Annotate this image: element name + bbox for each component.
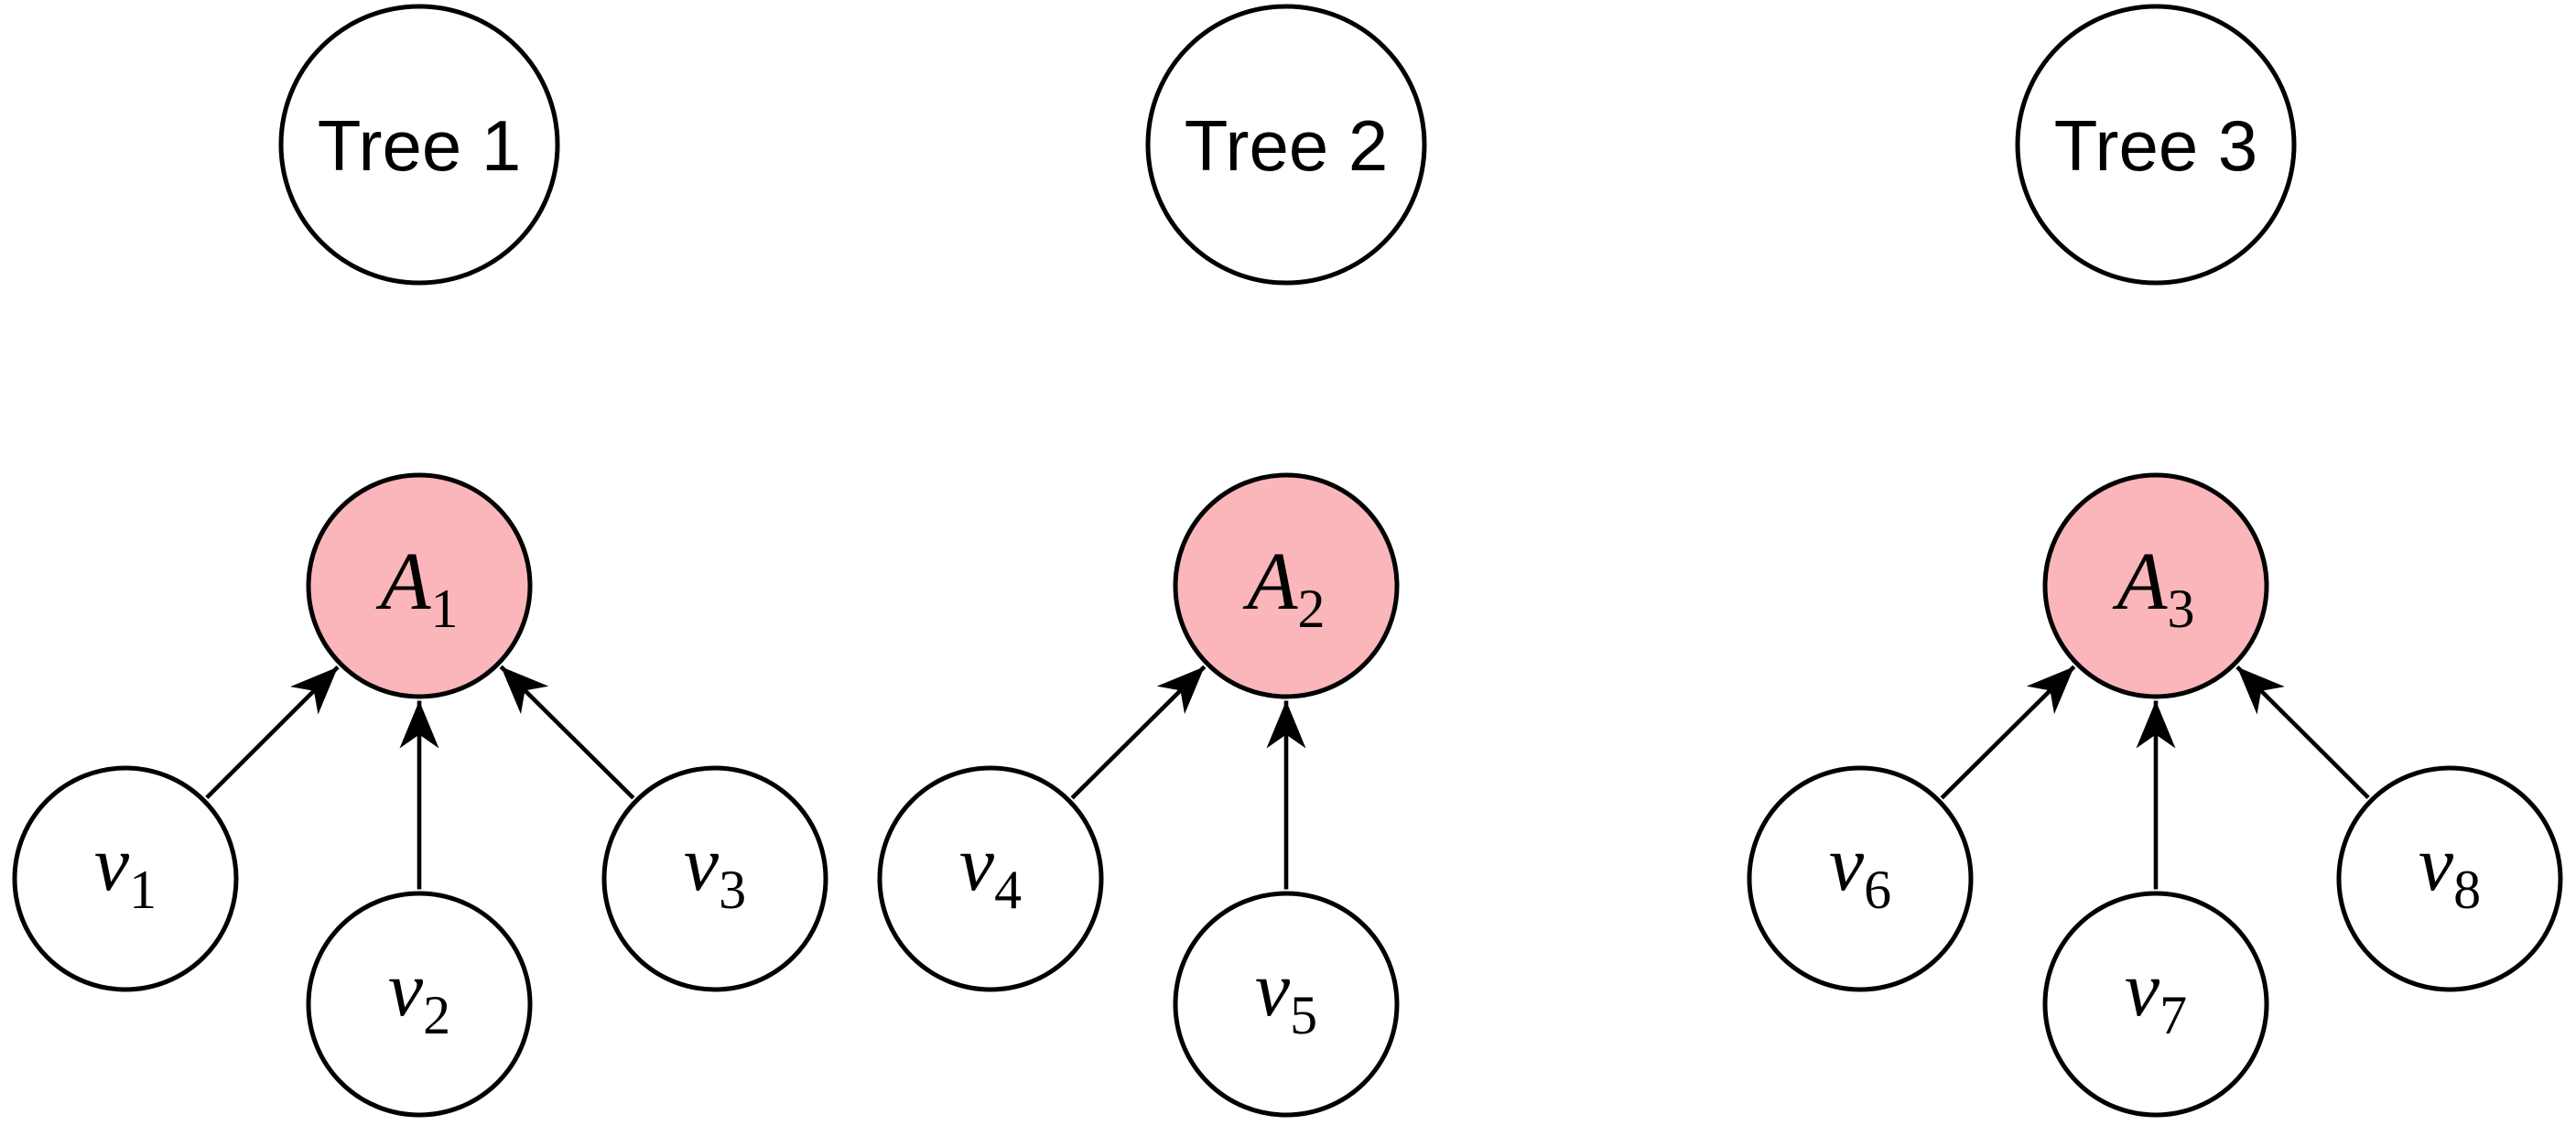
- node-A1-label: A1: [376, 536, 459, 639]
- node-v6: v6: [1747, 765, 1974, 992]
- node-v1: v1: [12, 765, 239, 992]
- node-A2-label-base: A: [1243, 536, 1299, 627]
- node-v1-circle: [12, 765, 239, 992]
- node-tree3: Tree 3: [2015, 4, 2297, 286]
- node-v7-label-base: v: [2125, 945, 2160, 1033]
- node-A2-label: A2: [1243, 536, 1326, 639]
- edge-v8-A3: [2235, 665, 2370, 800]
- node-A3-circle: [2042, 472, 2269, 699]
- node-v6-label-base: v: [1829, 819, 1865, 907]
- node-tree1-circle: [278, 4, 560, 286]
- node-v3-label-base: v: [684, 819, 720, 907]
- node-A3-label-subscript: 3: [2167, 579, 2194, 639]
- node-tree3-label: Tree 3: [2054, 105, 2258, 186]
- node-v5: v5: [1173, 891, 1400, 1118]
- edge-v1-A1: [205, 665, 340, 800]
- node-v3: v3: [601, 765, 828, 992]
- edges-layer: [205, 665, 2370, 890]
- node-v8-label-base: v: [2419, 819, 2454, 907]
- node-A2-circle: [1173, 472, 1400, 699]
- edge-v4-A2: [1070, 665, 1207, 800]
- node-v4-circle: [877, 765, 1104, 992]
- node-v7-circle: [2042, 891, 2269, 1118]
- node-v7: v7: [2042, 891, 2269, 1118]
- node-v1-label-base: v: [94, 819, 130, 907]
- node-A3-label: A3: [2113, 536, 2195, 639]
- node-v1-label: v1: [94, 819, 157, 920]
- node-v4: v4: [877, 765, 1104, 992]
- node-tree1-label: Tree 1: [318, 105, 522, 186]
- node-v2: v2: [306, 891, 533, 1118]
- node-v1-label-subscript: 1: [129, 860, 157, 920]
- node-A1-circle: [306, 472, 533, 699]
- node-v8: v8: [2336, 765, 2563, 992]
- node-A2: A2: [1173, 472, 1400, 699]
- node-v3-circle: [601, 765, 828, 992]
- node-v8-circle: [2336, 765, 2563, 992]
- node-v8-label-subscript: 8: [2453, 860, 2481, 920]
- node-tree2-circle: [1145, 4, 1427, 286]
- node-A1: A1: [306, 472, 533, 699]
- node-v6-circle: [1747, 765, 1974, 992]
- node-v6-label: v6: [1829, 819, 1891, 920]
- node-v6-label-subscript: 6: [1864, 860, 1891, 920]
- edge-v3-A1: [499, 665, 635, 800]
- node-v2-label-base: v: [388, 945, 424, 1033]
- node-v4-label-base: v: [959, 819, 995, 907]
- node-v2-label: v2: [388, 945, 450, 1045]
- node-A3-label-base: A: [2113, 536, 2169, 627]
- node-v7-label-subscript: 7: [2159, 985, 2187, 1045]
- edge-v6-A3: [1940, 665, 2076, 800]
- node-v5-label-subscript: 5: [1290, 985, 1317, 1045]
- node-A1-label-subscript: 1: [430, 579, 458, 639]
- node-v3-label: v3: [684, 819, 746, 920]
- node-v2-circle: [306, 891, 533, 1118]
- node-v5-label-base: v: [1255, 945, 1291, 1033]
- node-v7-label: v7: [2125, 945, 2187, 1045]
- node-A2-label-subscript: 2: [1297, 579, 1325, 639]
- node-v2-label-subscript: 2: [423, 985, 450, 1045]
- node-v4-label-subscript: 4: [994, 860, 1022, 920]
- node-v8-label: v8: [2419, 819, 2481, 920]
- node-tree2-label: Tree 2: [1185, 105, 1389, 186]
- node-tree2: Tree 2: [1145, 4, 1427, 286]
- node-A1-label-base: A: [376, 536, 432, 627]
- node-v5-circle: [1173, 891, 1400, 1118]
- node-A3: A3: [2042, 472, 2269, 699]
- node-v5-label: v5: [1255, 945, 1317, 1045]
- node-v3-label-subscript: 3: [719, 860, 746, 920]
- node-tree1: Tree 1: [278, 4, 560, 286]
- node-tree3-circle: [2015, 4, 2297, 286]
- node-v4-label: v4: [959, 819, 1022, 920]
